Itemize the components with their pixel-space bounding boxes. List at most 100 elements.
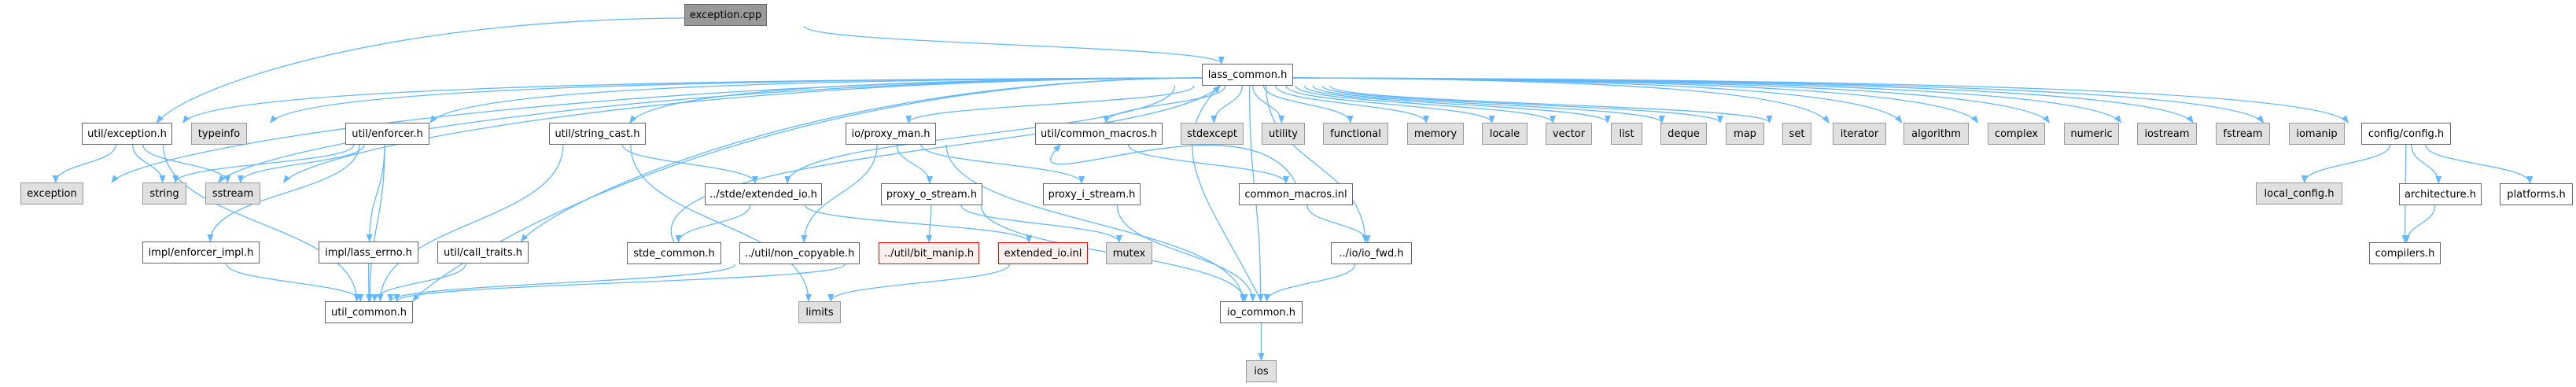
node-io-io-fwd-h[interactable]: ../io/io_fwd.h bbox=[1331, 242, 1412, 264]
edge-architecture-h-to-compilers-h bbox=[2403, 205, 2436, 243]
node-local-config-h[interactable]: local_config.h bbox=[2256, 182, 2342, 205]
edge-lass-common-h-to-stdexcept bbox=[1211, 85, 1243, 123]
node-list[interactable]: list bbox=[1611, 123, 1642, 145]
node-util-exception-h[interactable]: util/exception.h bbox=[82, 123, 172, 145]
edge-config-config-h-to-local-config-h bbox=[2301, 144, 2391, 183]
node-util-enforcer-h[interactable]: util/enforcer.h bbox=[345, 123, 429, 145]
edge-lass-common-h-to-utility bbox=[1252, 85, 1285, 123]
edge-util-string-cast-h-to-stde-extended-io-h bbox=[621, 144, 758, 184]
node-label: exception.cpp bbox=[689, 9, 762, 21]
edge-util-enforcer-h-to-util-common-h bbox=[367, 144, 385, 302]
node-map[interactable]: map bbox=[1726, 123, 1764, 145]
node-vector[interactable]: vector bbox=[1546, 123, 1592, 145]
edge-util-exception-h-to-sstream bbox=[142, 144, 231, 183]
node-proxy-o-stream-h[interactable]: proxy_o_stream.h bbox=[881, 183, 982, 205]
edge-stde-common-h-to-lass-common-h bbox=[670, 85, 1221, 243]
node-typeinfo[interactable]: typeinfo bbox=[191, 123, 247, 145]
edge-stde-extended-io-h-to-stde-common-h bbox=[675, 205, 751, 243]
node-util-non-copyable-h[interactable]: ../util/non_copyable.h bbox=[739, 242, 860, 264]
edge-exception-cpp-to-util-exception-h bbox=[156, 17, 685, 123]
edge-util-enforcer-h-to-string bbox=[172, 144, 355, 183]
node-label: fstream bbox=[2223, 127, 2263, 140]
node-label: set bbox=[1789, 127, 1805, 140]
node-functional[interactable]: functional bbox=[1323, 123, 1388, 145]
node-label: algorithm bbox=[1911, 127, 1961, 140]
node-sstream[interactable]: sstream bbox=[205, 182, 260, 205]
node-label: iterator bbox=[1840, 127, 1879, 140]
node-extended-io-inl[interactable]: extended_io.inl bbox=[998, 242, 1088, 264]
node-label: platforms.h bbox=[2507, 188, 2566, 201]
node-utility[interactable]: utility bbox=[1262, 123, 1305, 145]
node-locale[interactable]: locale bbox=[1482, 123, 1528, 145]
node-stde-extended-io-h[interactable]: ../stde/extended_io.h bbox=[705, 183, 822, 205]
node-set[interactable]: set bbox=[1782, 123, 1811, 145]
node-limits[interactable]: limits bbox=[798, 301, 841, 323]
node-common-macros-inl[interactable]: common_macros.inl bbox=[1239, 183, 1353, 205]
node-label: typeinfo bbox=[197, 127, 241, 140]
node-algorithm[interactable]: algorithm bbox=[1903, 123, 1969, 145]
node-label: string bbox=[149, 187, 179, 200]
node-exception-cpp[interactable]: exception.cpp bbox=[684, 4, 767, 26]
edge-lass-common-h-to-util-common-macros-h bbox=[1103, 85, 1226, 123]
edge-io-proxy-man-h-to-util-non-copyable-h bbox=[801, 144, 878, 243]
node-impl-enforcer-impl-h[interactable]: impl/enforcer_impl.h bbox=[142, 241, 260, 264]
node-label: iostream bbox=[2144, 127, 2190, 140]
node-config-config-h[interactable]: config/config.h bbox=[2361, 123, 2451, 145]
node-label: stdexcept bbox=[1187, 127, 1237, 140]
node-deque[interactable]: deque bbox=[1660, 123, 1707, 145]
node-label: complex bbox=[1994, 127, 2039, 140]
node-io-common-h[interactable]: io_common.h bbox=[1220, 301, 1303, 323]
node-label: compilers.h bbox=[2375, 247, 2435, 260]
node-util-common-macros-h[interactable]: util/common_macros.h bbox=[1035, 123, 1163, 145]
node-stde-common-h[interactable]: stde_common.h bbox=[627, 242, 721, 264]
node-architecture-h[interactable]: architecture.h bbox=[2399, 183, 2482, 205]
node-util-call-traits-h[interactable]: util/call_traits.h bbox=[437, 241, 529, 264]
node-label: deque bbox=[1668, 127, 1700, 140]
edge-stde-extended-io-h-to-extended-io-inl bbox=[805, 205, 1033, 243]
node-label: numeric bbox=[2070, 127, 2113, 140]
node-compilers-h[interactable]: compilers.h bbox=[2369, 242, 2441, 264]
node-label: impl/enforcer_impl.h bbox=[148, 246, 254, 259]
node-numeric[interactable]: numeric bbox=[2064, 123, 2119, 145]
node-label: list bbox=[1619, 127, 1634, 140]
node-iterator[interactable]: iterator bbox=[1833, 123, 1886, 145]
edge-io-proxy-man-h-to-io-common-h bbox=[945, 144, 1246, 302]
node-label: util/common_macros.h bbox=[1041, 127, 1157, 140]
node-label: limits bbox=[805, 306, 834, 319]
node-label: vector bbox=[1552, 127, 1586, 140]
node-lass-common-h[interactable]: lass_common.h bbox=[1202, 64, 1293, 86]
edge-util-string-cast-h-to-limits bbox=[630, 144, 812, 302]
node-mutex[interactable]: mutex bbox=[1106, 242, 1152, 264]
node-exception[interactable]: exception bbox=[20, 182, 83, 205]
node-iostream[interactable]: iostream bbox=[2137, 123, 2197, 145]
node-util-string-cast-h[interactable]: util/string_cast.h bbox=[549, 123, 646, 145]
node-util-bit-manip-h[interactable]: ../util/bit_manip.h bbox=[879, 242, 979, 264]
node-ios[interactable]: ios bbox=[1246, 360, 1277, 382]
edge-util-exception-h-to-exception bbox=[52, 144, 116, 183]
node-impl-lass-errno-h[interactable]: impl/lass_errno.h bbox=[319, 241, 418, 264]
edge-common-macros-inl-to-io-io-fwd-h bbox=[1306, 205, 1371, 243]
node-label: config/config.h bbox=[2368, 127, 2445, 140]
node-string[interactable]: string bbox=[142, 182, 186, 205]
node-label: mutex bbox=[1112, 247, 1146, 260]
node-label: util_common.h bbox=[330, 306, 407, 319]
node-label: ios bbox=[1254, 365, 1269, 378]
node-label: ../util/bit_manip.h bbox=[883, 247, 975, 260]
node-fstream[interactable]: fstream bbox=[2216, 123, 2270, 145]
node-stdexcept[interactable]: stdexcept bbox=[1181, 123, 1244, 145]
node-io-proxy-man-h[interactable]: io/proxy_man.h bbox=[846, 123, 936, 145]
node-platforms-h[interactable]: platforms.h bbox=[2500, 183, 2573, 205]
node-label: architecture.h bbox=[2404, 188, 2477, 201]
node-proxy-i-stream-h[interactable]: proxy_i_stream.h bbox=[1043, 183, 1141, 205]
edge-util-call-traits-h-to-util-common-h bbox=[371, 263, 466, 302]
node-util-common-h[interactable]: util_common.h bbox=[325, 301, 413, 323]
edge-io-proxy-man-h-to-proxy-o-stream-h bbox=[896, 144, 933, 184]
node-iomanip[interactable]: iomanip bbox=[2289, 123, 2345, 145]
node-complex[interactable]: complex bbox=[1988, 123, 2045, 145]
node-memory[interactable]: memory bbox=[1407, 123, 1464, 145]
edge-util-exception-h-to-util-common-h bbox=[162, 144, 360, 302]
edge-util-string-cast-h-to-util-common-h bbox=[377, 144, 564, 302]
node-label: ../util/non_copyable.h bbox=[744, 247, 855, 260]
node-label: util/string_cast.h bbox=[555, 127, 640, 140]
edge-exception-cpp-to-lass-common-h bbox=[803, 25, 1225, 64]
